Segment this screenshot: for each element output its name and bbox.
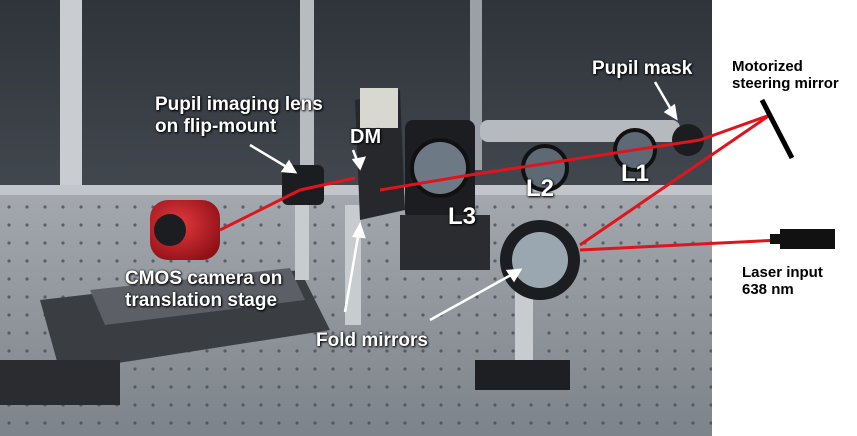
fold-mirror-base [475,360,570,390]
laser-beam-path [219,113,781,252]
l3-lens [410,138,470,198]
stage-motor [0,360,120,405]
steering-mirror-icon [759,98,795,160]
laser-source-nozzle [770,234,782,244]
label-laser-line2: 638 nm [742,281,794,299]
camera-lens [154,214,186,246]
label-fold-mirrors: Fold mirrors [316,330,428,351]
label-motorized-steering-mirror: Motorized steering mirror [732,58,839,93]
label-motorized-line2: steering mirror [732,75,839,93]
label-motorized-line1: Motorized [732,58,803,75]
fold-mirror-post [515,290,533,370]
label-pupil-imaging-lens: Pupil imaging lens on flip-mount [155,94,323,138]
annotation-arrows [249,81,678,322]
l3-base [400,215,490,270]
laser-source-icon [780,229,835,249]
label-l1: L1 [621,160,650,187]
fold-mirror [512,232,568,288]
window-frame-mid [300,0,314,180]
dm-ribbon-cable [360,88,398,128]
label-dm: DM [350,126,382,148]
label-l2: L2 [526,175,555,202]
label-l3: L3 [448,203,477,230]
label-laser-line1: Laser input [742,264,823,281]
label-pupil-imaging-lens-line2: on flip-mount [155,115,277,137]
label-pupil-imaging-lens-line1: Pupil imaging lens [155,94,323,115]
label-cmos-line2: translation stage [125,289,278,311]
label-cmos-line1: CMOS camera on [125,268,283,289]
label-cmos-camera: CMOS camera on translation stage [125,268,282,312]
translation-stage-top [90,268,305,325]
label-laser-input: Laser input 638 nm [742,264,823,299]
label-pupil-mask: Pupil mask [592,58,693,79]
window-frame-left [60,0,82,200]
pupil-mask-mount [672,124,704,156]
